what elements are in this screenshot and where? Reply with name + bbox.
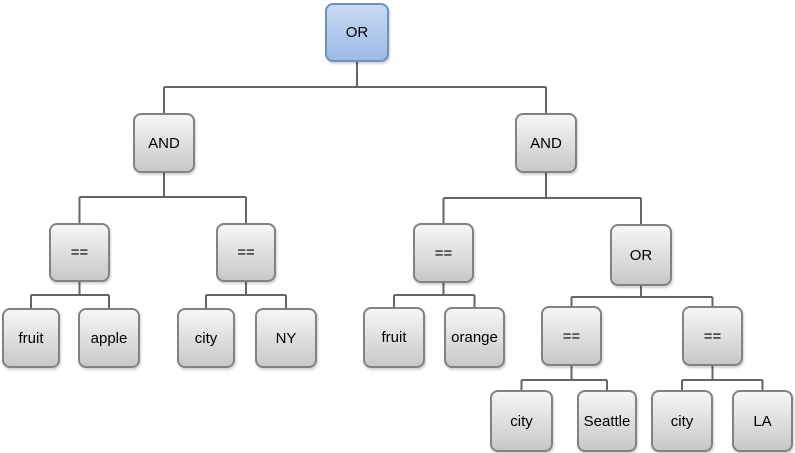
node-and-left: AND	[133, 113, 195, 173]
node-eq-city-ny: ==	[216, 223, 276, 282]
node-or-cities: OR	[610, 224, 672, 286]
node-eq-fruit-orange: ==	[413, 223, 474, 283]
node-leaf-ny: NY	[255, 308, 317, 368]
node-and-right: AND	[515, 113, 577, 173]
node-leaf-city-2: city	[490, 390, 553, 452]
node-leaf-city-3: city	[651, 390, 713, 452]
connector-path	[30, 62, 764, 391]
node-leaf-city-1: city	[177, 308, 235, 368]
node-leaf-la: LA	[732, 390, 793, 452]
node-eq-fruit-apple: ==	[49, 223, 110, 282]
node-root-or: OR	[325, 3, 389, 62]
node-leaf-apple: apple	[78, 308, 140, 368]
node-leaf-fruit-2: fruit	[363, 307, 425, 368]
node-eq-city-seattle: ==	[541, 306, 602, 366]
node-leaf-fruit-1: fruit	[2, 308, 60, 368]
node-leaf-seattle: Seattle	[577, 390, 637, 452]
node-leaf-orange: orange	[444, 307, 505, 368]
node-eq-city-la: ==	[682, 306, 743, 366]
